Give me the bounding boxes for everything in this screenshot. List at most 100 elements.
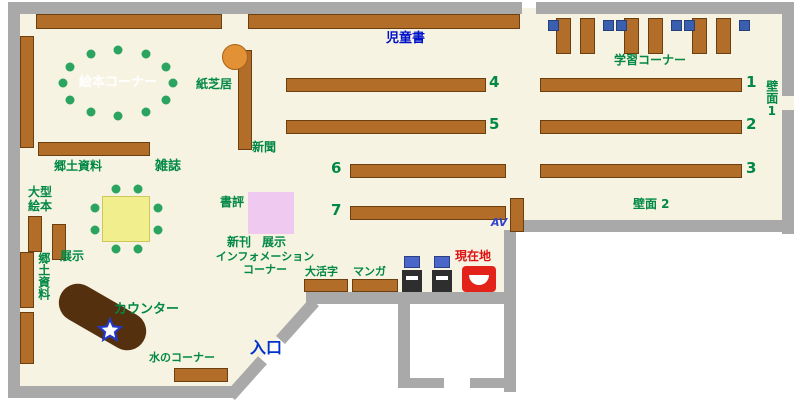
wall-right-lower [782, 110, 794, 234]
label-counter: カウンター [114, 302, 180, 317]
bookshelf-local-materials [38, 142, 150, 156]
label-study-corner: 学習コーナー [614, 53, 687, 67]
bookshelf-top-left [36, 14, 222, 29]
seat-dot [86, 49, 96, 59]
opac-terminal-slot [436, 276, 448, 280]
bookshelf-row-5 [286, 120, 486, 134]
wall-2-segment [516, 220, 794, 232]
shelf-number-7: 7 [331, 201, 342, 219]
opac-terminal-base [432, 270, 452, 292]
label-picture-book-corner: 絵本コーナー [78, 75, 157, 90]
seat-dot [141, 107, 151, 117]
label-local-materials-left: 郷土資料 [36, 252, 51, 300]
opac-terminal-base [402, 270, 422, 292]
label-childrens-books: 児童書 [386, 31, 426, 46]
wall-bottom-left [8, 386, 234, 398]
current-location-marker [462, 266, 496, 292]
wall-right-upper [782, 2, 794, 96]
label-information-1: インフォメーション [215, 250, 315, 263]
opac-terminal-screen [434, 256, 450, 268]
seat-dot [161, 62, 171, 72]
shelf-number-3: 3 [746, 159, 757, 177]
wall-center-vertical [504, 230, 516, 392]
wall-left [8, 2, 20, 398]
label-large-picture-books: 大型絵本 [28, 185, 53, 213]
label-kamishibai: 紙芝居 [196, 77, 233, 91]
wall-top-left [14, 2, 522, 14]
seat-dot [86, 107, 96, 117]
display-stand [248, 192, 294, 234]
study-desk [716, 18, 731, 54]
label-large-print: 大活字 [305, 265, 338, 278]
shelf-number-6: 6 [331, 159, 342, 177]
label-display-center: 展示 [262, 235, 287, 249]
bookshelf-local-left-2 [20, 312, 34, 364]
bookshelf-row-1 [540, 78, 742, 92]
bookshelf-row-7 [350, 206, 506, 220]
seat-dot [58, 78, 68, 88]
shelf-number-1: 1 [746, 73, 757, 91]
seat-dot [161, 95, 171, 105]
seat-dot [168, 78, 178, 88]
study-desk [648, 18, 663, 54]
seat-dot [113, 111, 123, 121]
study-desk [624, 18, 639, 54]
wall-lobby-bottom-right [470, 378, 504, 388]
bookshelf-manga [352, 279, 398, 292]
bookshelf-av [510, 198, 524, 232]
study-chair [616, 20, 627, 31]
study-chair [739, 20, 750, 31]
shelf-number-5: 5 [489, 115, 500, 133]
label-manga: マンガ [353, 265, 386, 278]
bookshelf-row-6 [350, 164, 506, 178]
bookshelf-left-vertical [20, 36, 34, 148]
bookshelf-top-center [248, 14, 520, 29]
label-av: AV [491, 216, 508, 229]
seat-dot [141, 49, 151, 59]
seat-dot [133, 244, 143, 254]
study-chair [603, 20, 614, 31]
study-chair [548, 20, 559, 31]
shelf-number-4: 4 [489, 73, 500, 91]
bookshelf-large-picture-1 [28, 216, 42, 252]
study-chair [684, 20, 695, 31]
study-desk [556, 18, 571, 54]
label-local-materials-top: 郷土資料 [54, 159, 103, 173]
kamishibai-stand [222, 44, 248, 70]
wall-lobby-bottom-left [398, 378, 444, 388]
seat-dot [65, 62, 75, 72]
bookshelf-row-4 [286, 78, 486, 92]
opac-terminal-screen [404, 256, 420, 268]
seat-dot [111, 244, 121, 254]
you-are-here-star-icon [97, 317, 123, 342]
bookshelf-local-left-1 [20, 252, 34, 308]
opac-terminal-slot [406, 276, 418, 280]
wall-bottom-middle [306, 292, 516, 304]
seat-dot [65, 95, 75, 105]
bookshelf-row-3 [540, 164, 742, 178]
bookshelf-water-corner [174, 368, 228, 382]
study-desk [580, 18, 595, 54]
label-magazines: 雑誌 [155, 159, 182, 174]
wall-lobby-left [398, 304, 410, 384]
label-entrance: 入口 [250, 338, 283, 357]
study-chair [671, 20, 682, 31]
label-wall-2: 壁面 2 [633, 197, 670, 211]
label-water-corner: 水のコーナー [149, 351, 215, 364]
marker-arc [469, 275, 489, 285]
label-book-review: 書評 [220, 195, 245, 209]
shelf-number-2: 2 [746, 115, 757, 133]
bookshelf-large-picture-2 [52, 224, 66, 260]
label-newspaper: 新聞 [252, 140, 277, 154]
seat-dot [153, 203, 163, 213]
seat-dot [111, 184, 121, 194]
label-current-location: 現在地 [455, 249, 492, 263]
bookshelf-row-2 [540, 120, 742, 134]
reading-table [102, 196, 150, 242]
wall-top-right [536, 2, 794, 14]
label-information-2: コーナー [243, 263, 287, 276]
seat-dot [90, 203, 100, 213]
seat-dot [90, 225, 100, 235]
label-display-left: 展示 [60, 249, 85, 263]
seat-dot [113, 45, 123, 55]
